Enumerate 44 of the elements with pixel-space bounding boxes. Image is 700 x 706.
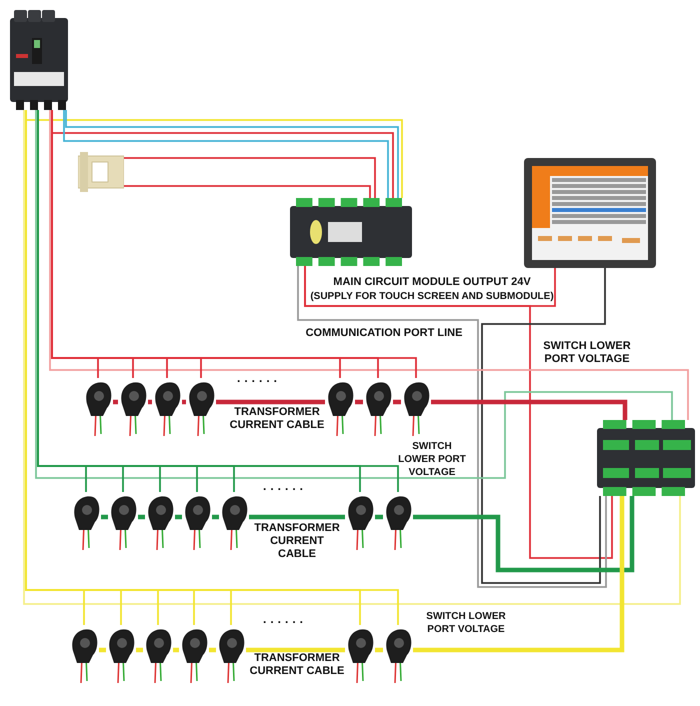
wire: [113, 400, 118, 404]
wire: [393, 400, 401, 404]
note-text: COMMUNICATION PORT LINE: [304, 327, 464, 340]
wire: [355, 400, 363, 404]
wire: [375, 514, 383, 520]
wire: [148, 400, 152, 404]
note-text: SWITCH LOWER PORT VOLTAGE: [397, 440, 467, 479]
ellipsis: ......: [236, 372, 282, 385]
wire: [175, 514, 182, 520]
wire: [182, 400, 186, 404]
wire: [413, 496, 624, 652]
circuit-breaker-drawing: [8, 10, 70, 110]
wire: [212, 514, 219, 520]
submodule-drawing: [597, 420, 695, 496]
wire: [124, 157, 376, 198]
wire: [49, 110, 689, 420]
wire: [246, 648, 345, 652]
wire: [216, 400, 325, 404]
wire: [481, 268, 606, 584]
ellipsis: ......: [262, 480, 308, 493]
wire: [23, 110, 681, 605]
wire: [173, 648, 179, 652]
note-text: SWITCH LOWER PORT VOLTAGE: [425, 610, 507, 636]
current-transformer-drawing: [78, 152, 124, 192]
note-text: (SUPPLY FOR TOUCH SCREEN AND SUBMODULE): [309, 290, 555, 303]
wire: [35, 110, 673, 479]
wire: [375, 648, 383, 652]
wire: [124, 185, 371, 198]
wire: [99, 648, 106, 652]
wire: [431, 400, 628, 420]
touch-screen-drawing: [524, 158, 656, 268]
wire: [101, 514, 108, 520]
ellipsis: ......: [262, 613, 308, 626]
wire: [413, 496, 634, 572]
note-text: MAIN CIRCUIT MODULE OUTPUT 24V: [332, 276, 532, 289]
cable-label: TRANSFORMER CURRENT CABLE: [253, 522, 341, 561]
note-text: SWITCH LOWER PORT VOLTAGE: [542, 340, 632, 366]
cable-label: TRANSFORMER CURRENT CABLE: [228, 406, 326, 432]
wire: [249, 514, 345, 520]
wire: [209, 648, 216, 652]
cable-label: TRANSFORMER CURRENT CABLE: [249, 652, 345, 678]
measuring-module-drawing: [290, 198, 412, 266]
wire: [136, 648, 143, 652]
wire: [138, 514, 145, 520]
